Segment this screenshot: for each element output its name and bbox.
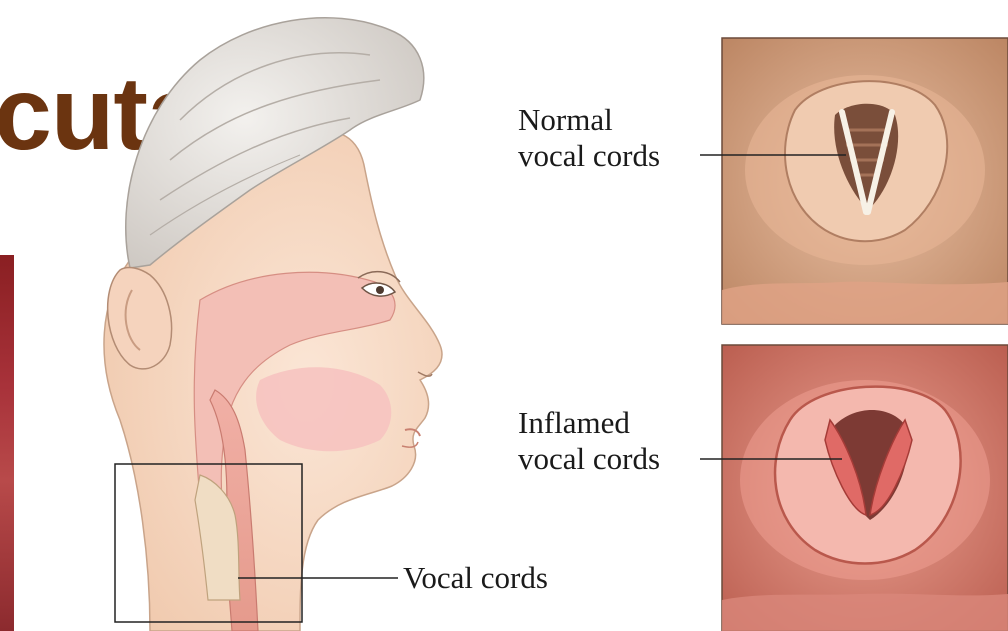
label-inflamed-line1: Inflamed bbox=[518, 405, 660, 441]
label-inflamed-line2: vocal cords bbox=[518, 441, 660, 477]
label-normal-line2: vocal cords bbox=[518, 138, 660, 174]
label-inflamed-vocal-cords: Inflamed vocal cords bbox=[518, 405, 660, 477]
label-normal-line1: Normal bbox=[518, 102, 660, 138]
label-normal-vocal-cords: Normal vocal cords bbox=[518, 102, 660, 174]
normal-vocal-cords-panel bbox=[722, 38, 1008, 324]
head-profile bbox=[104, 18, 442, 631]
inflamed-vocal-cords-panel bbox=[722, 345, 1008, 631]
label-vocal-cords: Vocal cords bbox=[403, 560, 548, 596]
